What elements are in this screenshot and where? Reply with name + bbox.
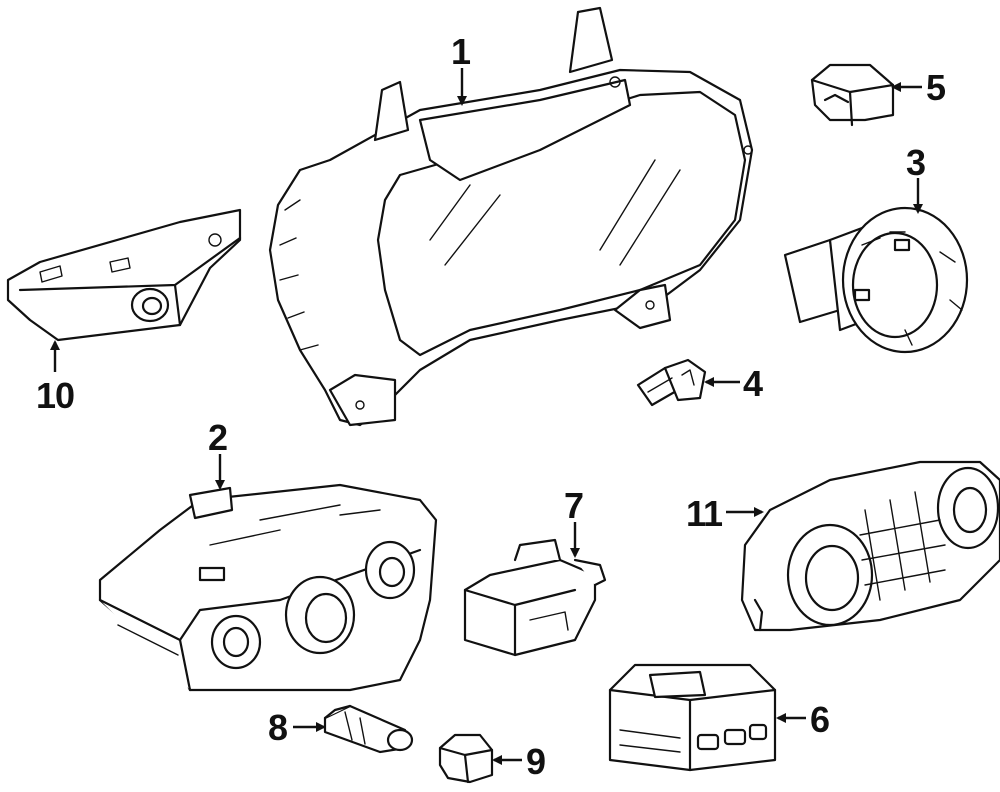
callout-1: 1	[451, 31, 471, 72]
callout-labels: 1 2 3 4 5 6 7 8 9 10 11	[36, 31, 947, 782]
callout-9: 9	[526, 741, 545, 782]
callout-2: 2	[208, 417, 227, 458]
callout-6: 6	[810, 699, 829, 740]
instrument-cluster-icon	[268, 6, 754, 427]
heater-control-icon	[740, 460, 1000, 632]
callout-10: 10	[36, 375, 74, 416]
callout-4: 4	[743, 363, 763, 404]
callout-arrows	[50, 68, 923, 765]
rotary-switch-icon	[783, 206, 969, 354]
callout-7: 7	[564, 485, 583, 526]
bracket-switch-icon	[463, 538, 607, 657]
callout-8: 8	[268, 707, 287, 748]
callout-5: 5	[926, 67, 946, 108]
cap-icon	[438, 733, 494, 784]
control-module-icon	[6, 208, 242, 342]
small-switch-icon	[810, 63, 895, 127]
callout-11: 11	[686, 493, 723, 534]
cylinder-bulb-icon	[323, 704, 414, 754]
switch-module-icon	[608, 663, 777, 772]
climate-control-panel-icon	[98, 483, 438, 692]
bulb-socket-icon	[636, 358, 707, 407]
callout-3: 3	[906, 142, 925, 183]
